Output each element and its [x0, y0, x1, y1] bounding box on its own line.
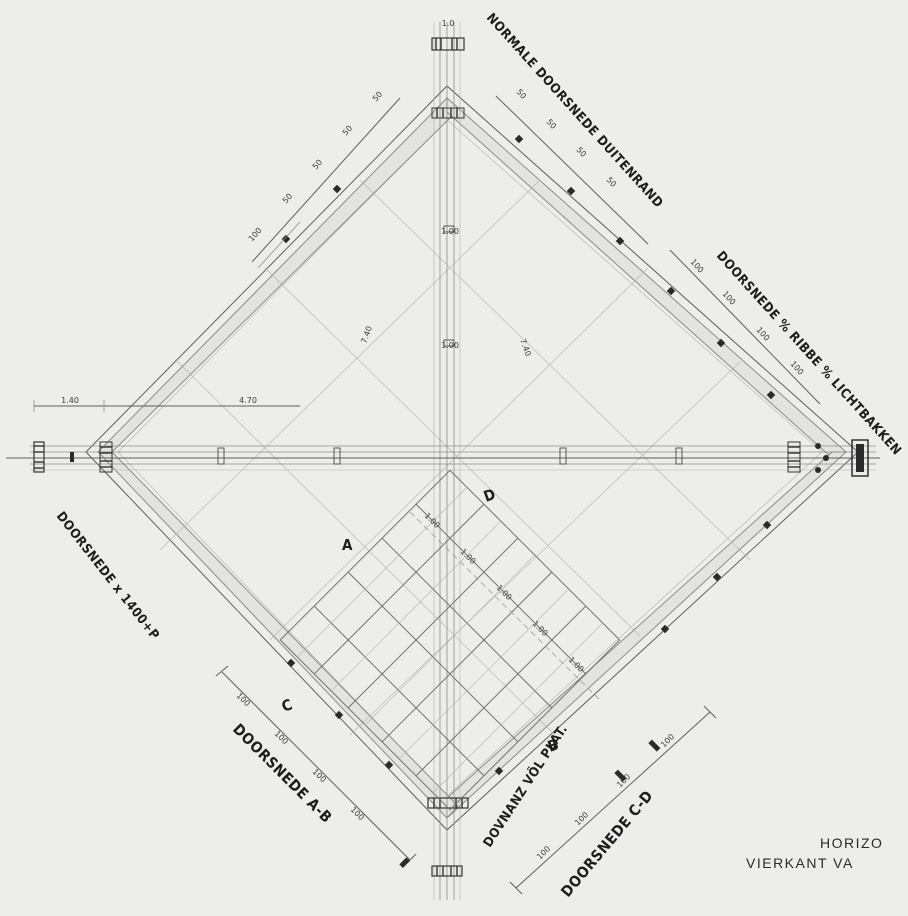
dim-center-1: 1.00 [441, 227, 459, 236]
vertical-axis [433, 22, 461, 900]
marker-a: A [342, 536, 353, 554]
edge-beams [96, 96, 848, 819]
dim-line-top-left: 100 50 50 50 50 [247, 90, 401, 269]
title-line-1: HORIZO [820, 835, 883, 851]
right-cap [787, 439, 869, 477]
dim-center: 1.00 1.00 7.40 7.40 [359, 227, 532, 357]
title-line-2: VIERKANT VA [746, 855, 854, 871]
marker-d: D [481, 485, 498, 506]
left-cap [33, 441, 113, 473]
horizontal-axis [6, 445, 880, 471]
dim-left-offset: 1.40 4.70 [33, 396, 300, 412]
lower-plate-grid [279, 469, 621, 811]
dim-left-offset-1: 1.40 [61, 396, 79, 405]
svg-text:1.0: 1.0 [442, 19, 455, 28]
dim-center-2: 1.00 [441, 341, 459, 350]
axis-markers [70, 225, 683, 465]
dim-left-offset-2: 4.70 [239, 396, 257, 405]
top-cap: 1.0 [431, 19, 465, 119]
